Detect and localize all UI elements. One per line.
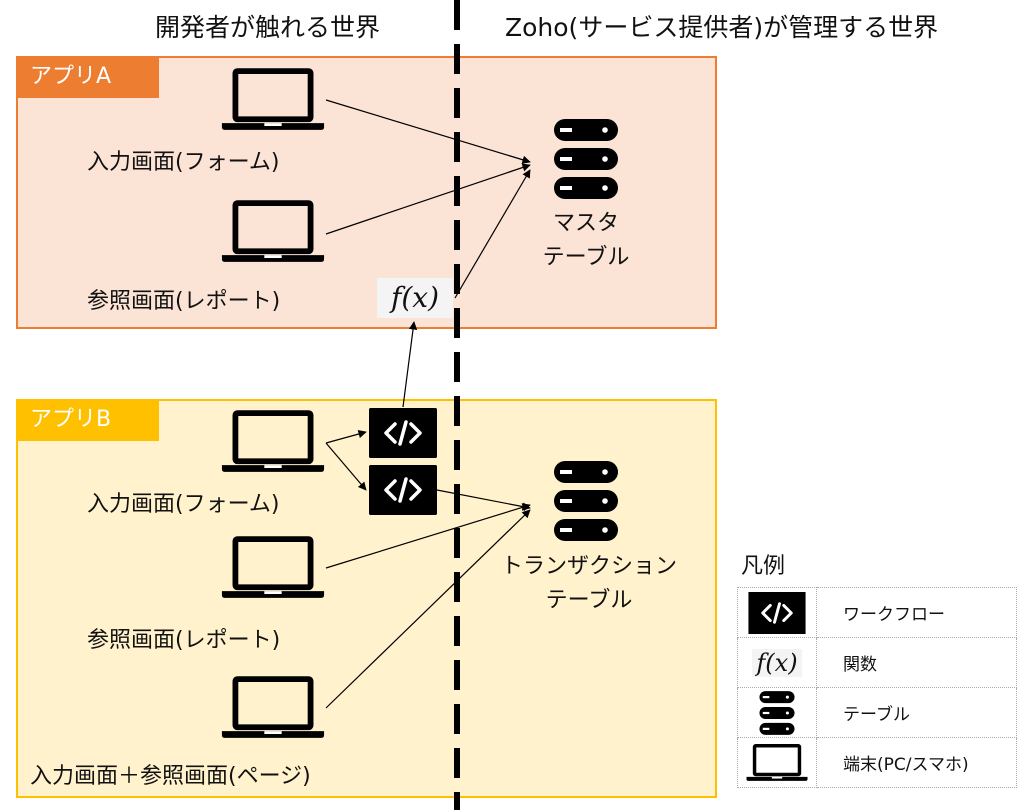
connector-arrow (325, 442, 367, 491)
table-label-line: トランザクション (500, 554, 677, 579)
connector-arrow (325, 429, 367, 444)
zoho-world-header: Zoho(サービス提供者)が管理する世界 (505, 13, 939, 42)
connector-arrow (402, 321, 418, 408)
function-icon: f(x) (377, 278, 453, 318)
legend-row: ワークフロー (737, 587, 1017, 638)
function-icon: f(x) (752, 648, 802, 677)
developer-world-header: 開発者が触れる世界 (155, 13, 381, 42)
connector-arrow (454, 169, 531, 299)
connector-arrow (325, 163, 531, 235)
legend-table: ワークフロー f(x) 関数 テーブル 端末(PC/スマホ) (737, 587, 1017, 788)
transaction-table-label: トランザクション テーブル (476, 550, 702, 618)
master-table-label: マスタ テーブル (506, 207, 666, 275)
app-b-device-label: 入力画面(フォーム) (87, 492, 280, 517)
connector-arrow (436, 489, 531, 511)
app-a-device-label: 入力画面(フォーム) (87, 150, 280, 175)
app-a-label: アプリA (16, 56, 159, 98)
legend-label: テーブル (816, 687, 1017, 738)
table-label-line: マスタ (552, 211, 619, 236)
legend-label: ワークフロー (816, 587, 1017, 638)
table-label-line: テーブル (542, 245, 630, 270)
connector-arrow (325, 99, 531, 164)
legend-row: テーブル (737, 687, 1017, 738)
app-b-device-label: 参照画面(レポート) (87, 628, 281, 653)
legend-label: 端末(PC/スマホ) (816, 737, 1017, 788)
table-label-line: テーブル (545, 588, 633, 613)
code-icon (369, 465, 437, 515)
legend-row: 端末(PC/スマホ) (737, 737, 1017, 788)
code-icon (369, 408, 437, 458)
database-icon (758, 690, 796, 736)
code-icon (748, 591, 806, 634)
app-b-device-label: 入力画面＋参照画面(ページ) (30, 764, 311, 789)
connector-arrow (325, 503, 531, 569)
legend-label: 関数 (816, 637, 1017, 688)
app-b-label: アプリB (16, 399, 159, 441)
legend-title: 凡例 (741, 554, 786, 579)
legend-row: f(x) 関数 (737, 637, 1017, 688)
app-a-device-label: 参照画面(レポート) (87, 289, 281, 314)
connector-arrow (325, 509, 531, 709)
laptop-icon (745, 744, 809, 782)
